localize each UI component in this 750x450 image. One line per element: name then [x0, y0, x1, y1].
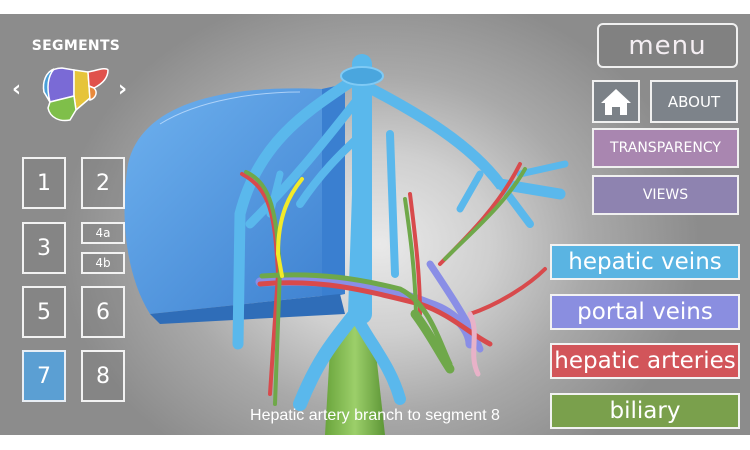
hepatic-veins-model	[232, 54, 569, 411]
highlighted-artery-segment-8	[275, 177, 304, 278]
segment-button-8[interactable]: 8	[81, 350, 125, 402]
layer-toggle-hepatic-arteries[interactable]: hepatic arteries	[550, 343, 740, 379]
segment-button-6[interactable]: 6	[81, 286, 125, 338]
layer-toggle-hepatic-veins[interactable]: hepatic veins	[550, 244, 740, 280]
liver-segments-icon[interactable]	[36, 64, 112, 124]
views-button[interactable]: VIEWS	[592, 175, 739, 215]
segment-button-1[interactable]: 1	[22, 157, 66, 209]
segment-button-3[interactable]: 3	[22, 222, 66, 274]
ivc-opening	[340, 66, 384, 86]
hepatic-arteries-model	[240, 162, 547, 396]
liver-3d-viewport[interactable]	[0, 14, 750, 435]
layer-toggle-biliary[interactable]: biliary	[550, 393, 740, 429]
about-button[interactable]: ABOUT	[650, 80, 738, 123]
home-button[interactable]	[592, 80, 640, 123]
transparency-button[interactable]: TRANSPARENCY	[592, 128, 739, 168]
segment-button-4a[interactable]: 4a	[81, 222, 125, 244]
segment-button-4b[interactable]: 4b	[81, 252, 125, 274]
segment-button-7[interactable]: 7	[22, 350, 66, 402]
pink-structure	[467, 311, 481, 377]
menu-button[interactable]: menu	[597, 23, 738, 68]
layer-toggle-portal-veins[interactable]: portal veins	[550, 294, 740, 330]
home-icon	[601, 88, 631, 115]
segment-prev-chevron-icon[interactable]: ‹	[12, 77, 22, 102]
segment-button-2[interactable]: 2	[81, 157, 125, 209]
segment-button-5[interactable]: 5	[22, 286, 66, 338]
segment-next-chevron-icon[interactable]: ›	[118, 77, 128, 102]
structure-caption: Hepatic artery branch to segment 8	[250, 407, 500, 424]
app-screen: SEGMENTS ‹ › 1 2 3 4a 4b 5 6 7 8 menu AB…	[0, 14, 750, 435]
segments-title: SEGMENTS	[31, 38, 121, 54]
